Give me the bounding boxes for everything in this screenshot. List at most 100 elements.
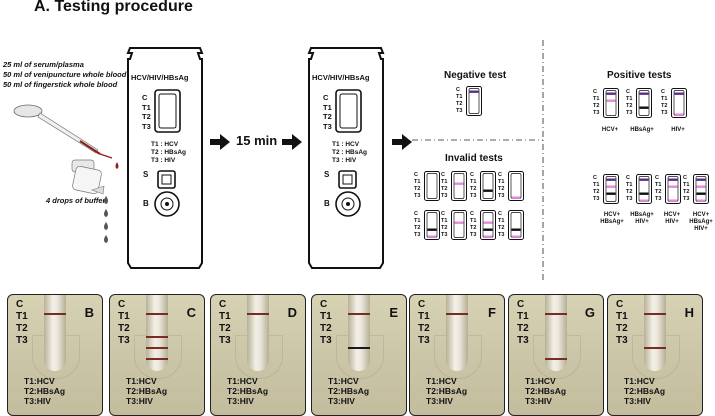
cassette-body xyxy=(307,47,385,269)
photo-legend-line: T1:HCV xyxy=(126,376,157,386)
buffer-note: 4 drops of buffer xyxy=(46,196,106,205)
mini-line-letter: T1 xyxy=(441,179,448,185)
photo-panel-letter: C xyxy=(186,305,196,320)
mini-line-letter: T2 xyxy=(655,189,662,195)
mini-test-line xyxy=(668,199,678,202)
mini-test-line xyxy=(696,185,706,188)
legend-t2: T2 : HBsAg xyxy=(332,149,368,156)
mini-line-letter: C xyxy=(593,175,597,181)
sample-notes: 25 ml of serum/plasma 50 ml of venipunct… xyxy=(3,60,126,90)
mini-line-letter: T1 xyxy=(470,179,477,185)
cassette-body xyxy=(126,47,204,269)
photo-legend-line: T1:HCV xyxy=(426,376,457,386)
mini-line-letter: T3 xyxy=(441,232,448,238)
mini-line-letter: T1 xyxy=(414,179,421,185)
photo-test-line xyxy=(44,313,66,315)
photo-legend-line: T2:HBsAg xyxy=(24,386,66,396)
photo-test-line xyxy=(146,358,168,360)
sample-note-fingerstick: 50 ml of fingerstick whole blood xyxy=(3,80,118,89)
test-cassette-after: HCV/HIV/HBsAg C T1 T2 T3 T1 : HCV T2 : H… xyxy=(306,47,386,269)
photo-line-letter: T2 xyxy=(118,323,130,334)
mini-line-letter: T3 xyxy=(414,193,421,199)
line-label-t2: T2 xyxy=(323,112,332,121)
line-label-t3: T3 xyxy=(142,121,151,131)
photo-test-line xyxy=(644,347,666,349)
mini-test-line xyxy=(483,235,493,238)
photo-legend-line: T2:HBsAg xyxy=(426,386,468,396)
result-label-hiv: HIV+ xyxy=(671,127,685,133)
buffer-bottle-icon xyxy=(71,159,105,195)
mini-line-letter: C xyxy=(655,175,659,181)
photo-line-letter: T2 xyxy=(219,323,231,334)
mini-window xyxy=(424,171,440,201)
mini-line-letter: T2 xyxy=(441,225,448,231)
test-cassette-before: HCV/HIV/HBsAg C T1 T2 T3 T1 : HCV T2 : H… xyxy=(125,47,205,269)
legend-t3: T3 : HIV xyxy=(332,157,357,164)
mini-test-line xyxy=(606,178,616,181)
photo-legend-line: T1:HCV xyxy=(24,376,55,386)
mini-line-letter: T2 xyxy=(683,189,690,195)
line-label-t2: T2 xyxy=(142,112,151,121)
positive-tests-title: Positive tests xyxy=(607,70,672,81)
mini-line-letter: C xyxy=(470,172,474,178)
mini-line-letter: T3 xyxy=(593,110,600,116)
photo-line-letter: T1 xyxy=(118,311,130,322)
mini-line-letter: T3 xyxy=(498,232,505,238)
mini-line-letter: T3 xyxy=(593,196,600,202)
mini-test-line xyxy=(606,92,616,95)
result-label-hbsag-hiv: HBsAg+ HIV+ xyxy=(630,212,654,225)
mini-line-letter: T3 xyxy=(683,196,690,202)
photo-panel-letter: H xyxy=(684,305,694,320)
mini-test-line xyxy=(639,192,649,195)
mini-line-letter: T3 xyxy=(626,110,633,116)
legend-t2: T2 : HBsAg xyxy=(151,149,187,156)
line-label-t1: T1 xyxy=(142,102,151,112)
photo-line-letter: C xyxy=(616,299,624,310)
cassette-line-labels: C T1 T2 T3 xyxy=(323,93,332,131)
photo-legend-line: T2:HBsAg xyxy=(227,386,269,396)
photo-line-letter: C xyxy=(517,299,525,310)
mini-line-letter: T3 xyxy=(470,232,477,238)
line-label-c: C xyxy=(323,93,329,102)
photo-line-letter: T3 xyxy=(616,335,628,346)
photo-test-line xyxy=(545,313,567,315)
mini-line-letter: T1 xyxy=(593,182,600,188)
mini-window xyxy=(451,210,467,240)
photo-line-letter: T1 xyxy=(418,311,430,322)
cassette-name: HCV/HIV/HBsAg xyxy=(312,73,370,82)
photo-legend-line: T1:HCV xyxy=(525,376,556,386)
mini-window xyxy=(424,210,440,240)
mini-line-letter: C xyxy=(456,87,460,93)
mini-test-line xyxy=(674,113,684,116)
mini-window xyxy=(508,210,524,240)
photo-legend-line: T2:HBsAg xyxy=(525,386,567,396)
mini-test-line xyxy=(511,228,521,231)
mini-line-letter: T2 xyxy=(470,225,477,231)
mini-line-letter: T2 xyxy=(498,186,505,192)
photo-panel-letter: E xyxy=(389,305,398,320)
mini-line-letter: C xyxy=(626,175,630,181)
sample-well-label: S xyxy=(324,170,330,179)
mini-line-letter: C xyxy=(498,211,502,217)
mini-test-line xyxy=(696,192,706,195)
mini-line-letter: T3 xyxy=(661,110,668,116)
photo-test-line xyxy=(644,313,666,315)
